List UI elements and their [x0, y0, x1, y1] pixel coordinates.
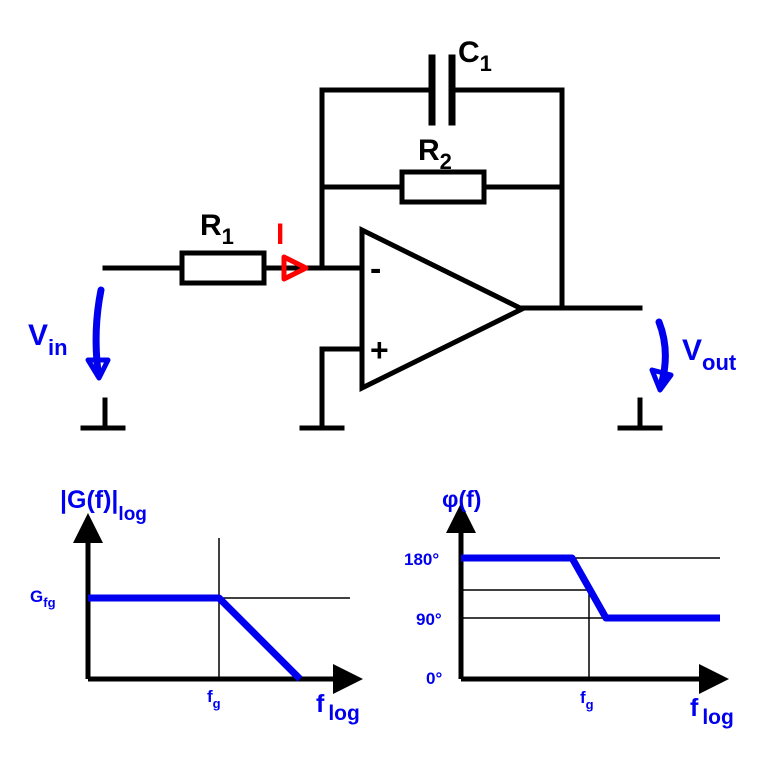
vout-arrow-icon: [655, 318, 669, 386]
phase-tick-90: 90°: [416, 610, 442, 629]
c1-label: C1: [458, 36, 492, 76]
voltage-arrows: [85, 286, 674, 393]
vout-label: Vout: [682, 334, 737, 375]
r1-label: R1: [200, 209, 234, 249]
phase-tick-180: 180°: [404, 550, 439, 569]
vin-arrow-icon: [92, 286, 105, 376]
opamp-triangle: [359, 225, 528, 393]
magnitude-fg-tick: fg: [207, 687, 221, 711]
current-arrow-icon: [281, 254, 309, 282]
magnitude-ylabel: |G(f)|log: [60, 486, 147, 525]
phase-tick-0: 0°: [426, 669, 442, 688]
vin-arrowhead-icon: [85, 357, 111, 381]
phase-ylabel: φ(f): [442, 486, 481, 512]
current-label: I: [276, 218, 284, 251]
vin-label: Vin: [28, 319, 68, 360]
opamp-plus-label: +: [370, 332, 389, 368]
phase-fg-tick: fg: [580, 688, 594, 712]
magnitude-gfg-tick: Gfg: [30, 587, 56, 610]
circuit: [80, 54, 663, 431]
opamp-minus-label: -: [370, 250, 381, 288]
vout-arrowhead-icon: [649, 367, 674, 393]
resistor-r2: [399, 169, 487, 205]
resistor-r1: [179, 250, 267, 286]
r2-label: R2: [418, 134, 452, 174]
magnitude-curve: [88, 594, 303, 682]
phase-curve: [461, 554, 720, 622]
